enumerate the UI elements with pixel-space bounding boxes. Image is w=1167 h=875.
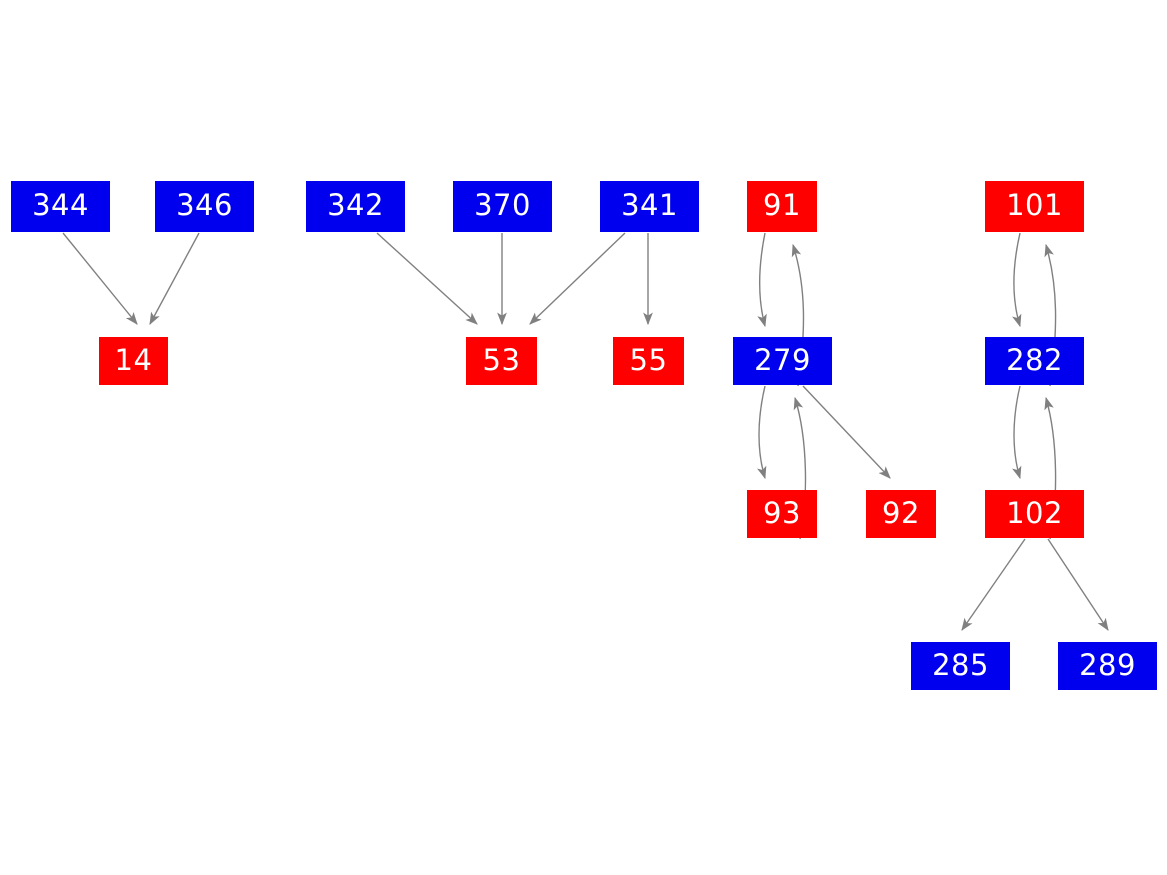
- node-label: 53: [482, 342, 521, 377]
- edge-346-14: [149, 232, 200, 325]
- graph-node-55[interactable]: 55: [613, 337, 684, 385]
- edge-342-53: [376, 232, 478, 325]
- graph-node-344[interactable]: 344: [11, 181, 110, 232]
- graph-node-289[interactable]: 289: [1058, 642, 1157, 690]
- graph-node-53[interactable]: 53: [466, 337, 537, 385]
- node-label: 282: [1006, 342, 1063, 377]
- graph-node-342[interactable]: 342: [306, 181, 405, 232]
- node-label: 341: [621, 188, 678, 222]
- edge-279-92: [802, 385, 891, 479]
- graph-node-101[interactable]: 101: [985, 181, 1084, 232]
- edge-102-285: [961, 538, 1026, 631]
- graph-node-14[interactable]: 14: [99, 337, 168, 385]
- node-label: 342: [327, 188, 384, 222]
- edge-341-53: [529, 232, 626, 325]
- graph-node-91[interactable]: 91: [747, 181, 817, 232]
- node-label: 92: [882, 495, 920, 530]
- node-label: 370: [474, 188, 531, 222]
- edge-101-282: [1011, 232, 1022, 328]
- edge-91-279: [757, 232, 767, 328]
- graph-node-92[interactable]: 92: [866, 490, 936, 538]
- graph-node-93[interactable]: 93: [747, 490, 817, 538]
- graph-node-285[interactable]: 285: [911, 642, 1010, 690]
- graph-node-282[interactable]: 282: [985, 337, 1084, 385]
- graph-node-102[interactable]: 102: [985, 490, 1084, 538]
- edge-282-102: [1011, 385, 1022, 480]
- node-label: 14: [114, 342, 153, 377]
- graph-node-279[interactable]: 279: [733, 337, 832, 385]
- node-label: 346: [176, 188, 233, 222]
- node-label: 91: [763, 188, 801, 222]
- edge-344-14: [62, 232, 138, 325]
- edge-102-289: [1047, 538, 1109, 631]
- edge-279-93: [756, 385, 767, 480]
- graph-node-341[interactable]: 341: [600, 181, 699, 232]
- node-label: 279: [754, 342, 811, 377]
- node-label: 101: [1006, 188, 1063, 222]
- node-label: 55: [629, 342, 668, 377]
- node-label: 102: [1006, 495, 1063, 530]
- node-label: 344: [32, 188, 89, 222]
- node-label: 289: [1079, 647, 1136, 682]
- graph-node-370[interactable]: 370: [453, 181, 552, 232]
- node-label: 285: [932, 647, 989, 682]
- graph-node-346[interactable]: 346: [155, 181, 254, 232]
- node-label: 93: [763, 495, 801, 530]
